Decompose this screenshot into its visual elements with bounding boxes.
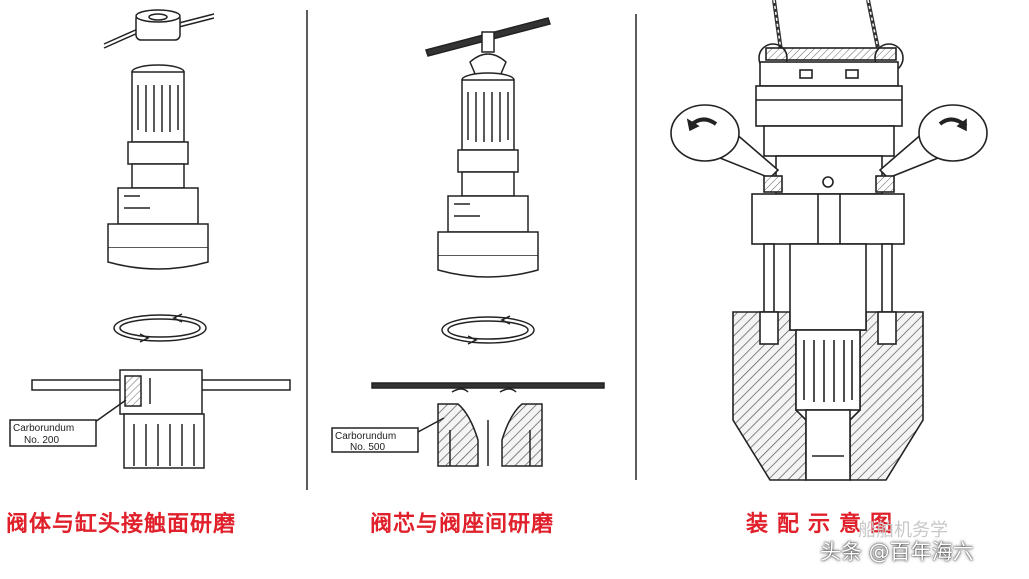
panel-1-valve-body-lapping: Carborundum No. 200 bbox=[9, 9, 291, 469]
lifting-tool bbox=[755, 43, 904, 195]
lapping-tool-bottom bbox=[31, 369, 291, 469]
lapping-handle-top bbox=[425, 17, 551, 77]
carborundum-label-500: Carborundum No. 500 bbox=[331, 417, 445, 453]
clamp-block bbox=[751, 193, 905, 245]
label-line-2: No. 200 bbox=[24, 435, 59, 446]
valve-seat-section bbox=[371, 382, 605, 467]
valve-spindle bbox=[437, 72, 539, 278]
rotation-arrow bbox=[441, 315, 535, 345]
torque-gauge-left bbox=[670, 104, 780, 179]
caption-valve-body-lapping: 阀体与缸头接触面研磨 bbox=[6, 511, 237, 537]
carborundum-label-200: Carborundum No. 200 bbox=[9, 399, 127, 447]
lapping-wrench-top bbox=[103, 9, 215, 49]
valve-inside bbox=[789, 243, 867, 481]
panel-3-assembly bbox=[670, 0, 988, 481]
label-line-2: No. 500 bbox=[350, 442, 385, 453]
nut-right bbox=[875, 175, 895, 193]
label-line-1: Carborundum bbox=[335, 431, 396, 442]
label-line-1: Carborundum bbox=[13, 423, 74, 434]
watermark-small: 船舶机务学 bbox=[858, 520, 948, 541]
nut-left bbox=[763, 175, 783, 193]
torque-gauge-right bbox=[878, 104, 988, 179]
caption-valve-seat-lapping: 阀芯与阀座间研磨 bbox=[370, 511, 555, 537]
panel-2-valve-seat-lapping: Carborundum No. 500 bbox=[331, 17, 605, 467]
watermark-main: 头条 @百年海六 bbox=[820, 540, 974, 564]
valve-body bbox=[107, 64, 209, 270]
caption-assembly-diagram: 装配示意图 bbox=[746, 511, 902, 537]
rotation-arrow bbox=[113, 313, 207, 343]
